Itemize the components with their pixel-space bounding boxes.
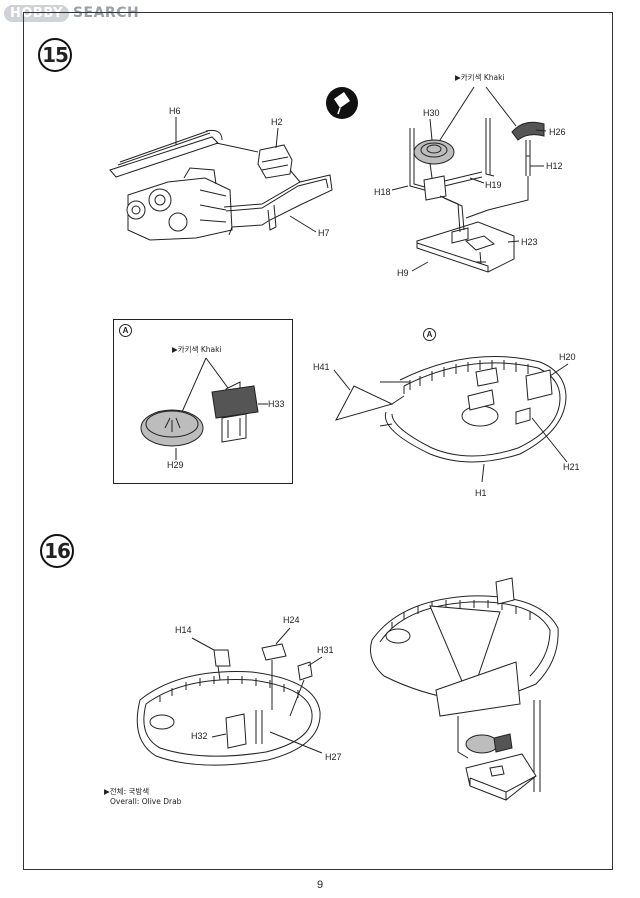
- watermark-logo: HOBBY: [4, 4, 69, 22]
- part-label-h27: H27: [325, 752, 342, 762]
- instruction-page-frame: [23, 12, 613, 870]
- part-label-h33: H33: [268, 399, 285, 409]
- detail-marker-a-ring: A: [423, 328, 436, 341]
- seat-assembly-drawing: [391, 86, 547, 273]
- watermark-text: SEARCH: [72, 5, 140, 21]
- part-label-h1: H1: [475, 488, 487, 498]
- part-label-h7: H7: [318, 228, 330, 238]
- part-label-h41: H41: [313, 362, 330, 372]
- color-note-khaki-inset: ▶카키색 Khaki: [172, 345, 222, 354]
- part-label-h12: H12: [546, 161, 563, 171]
- step-15-number: 15: [38, 38, 72, 72]
- engine-assembly-drawing: [109, 117, 333, 241]
- part-label-h23: H23: [521, 237, 538, 247]
- part-label-h31: H31: [317, 645, 334, 655]
- part-label-h21: H21: [563, 462, 580, 472]
- step-16-number: 16: [40, 534, 74, 568]
- part-label-h14: H14: [175, 625, 192, 635]
- inset-a-drawing: [140, 357, 268, 460]
- part-label-h20: H20: [559, 352, 576, 362]
- hobbysearch-watermark: HOBBY SEARCH: [4, 3, 139, 23]
- part-label-h2: H2: [271, 117, 283, 127]
- color-note-overall-en: Overall: Olive Drab: [110, 797, 182, 806]
- turret-ring-drawing: [333, 355, 569, 483]
- part-label-h24: H24: [283, 615, 300, 625]
- part-label-h29: H29: [167, 460, 184, 470]
- part-label-h18: H18: [374, 187, 391, 197]
- part-label-h9: H9: [397, 268, 409, 278]
- part-label-h19: H19: [485, 180, 502, 190]
- page-number: 9: [316, 879, 324, 891]
- detail-inset-a-box: [113, 319, 293, 484]
- color-note-overall-ko: ▶전체: 국방색: [104, 787, 150, 796]
- color-note-khaki-top: ▶카키색 Khaki: [455, 73, 505, 82]
- detail-marker-a: A: [119, 324, 132, 337]
- glue-tube-icon: [326, 87, 358, 119]
- part-label-h6: H6: [169, 106, 181, 116]
- step16-ring-drawing: [136, 627, 323, 766]
- step16-turret-floor-drawing: [370, 577, 559, 801]
- part-label-h32: H32: [191, 731, 208, 741]
- part-label-h26: H26: [549, 127, 566, 137]
- part-label-h30: H30: [423, 108, 440, 118]
